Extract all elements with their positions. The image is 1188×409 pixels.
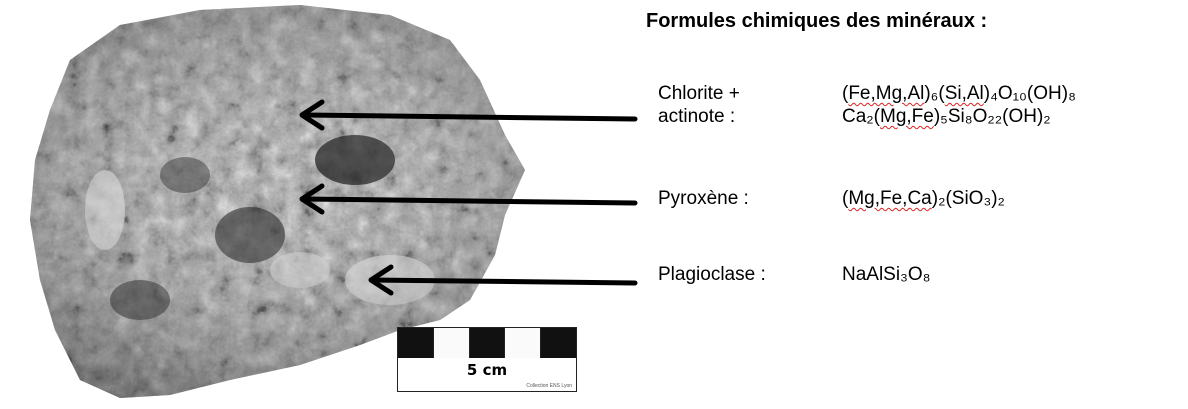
scale-square [541,328,576,358]
mineral-label-line: Chlorite + [658,83,740,104]
scale-square [398,328,434,358]
scale-bar: 5 cm Collection ENS Lyon [397,327,577,392]
scale-bar-squares [398,328,576,358]
scale-bar-caption: Collection ENS Lyon [526,383,572,389]
scale-square [433,328,470,358]
scale-square [469,328,506,358]
formula-line-pyroxene: (Mg,Fe,Ca)₂(SiO₃)₂ [842,188,1005,209]
formula-plagioclase: NaAlSi₃O₈ [842,263,930,286]
formula-chlorite-actinote: (Fe,Mg,Al)₆(Si,Al)₄O₁₀(OH)₈ Ca₂(Mg,Fe)₅S… [842,82,1076,128]
page-title: Formules chimiques des minéraux : [646,10,988,32]
mineral-label-chlorite: Chlorite + actinote : [658,82,740,128]
scale-square [505,328,542,358]
formula-line-plagioclase: NaAlSi₃O₈ [842,264,931,285]
mineral-label-line: actinote : [658,106,736,127]
mineral-label-plagioclase: Plagioclase : [658,263,766,286]
scale-bar-label: 5 cm [466,361,508,379]
mineral-label-line: Pyroxène : [658,188,749,209]
mineral-label-pyroxene: Pyroxène : [658,187,749,210]
mineral-label-line: Plagioclase : [658,264,766,285]
formula-line-actinote: Ca₂(Mg,Fe)₅Si₈O₂₂(OH)₂ [842,106,1051,127]
formula-pyroxene: (Mg,Fe,Ca)₂(SiO₃)₂ [842,187,1005,210]
formula-line-chlorite: (Fe,Mg,Al)₆(Si,Al)₄O₁₀(OH)₈ [842,83,1076,104]
